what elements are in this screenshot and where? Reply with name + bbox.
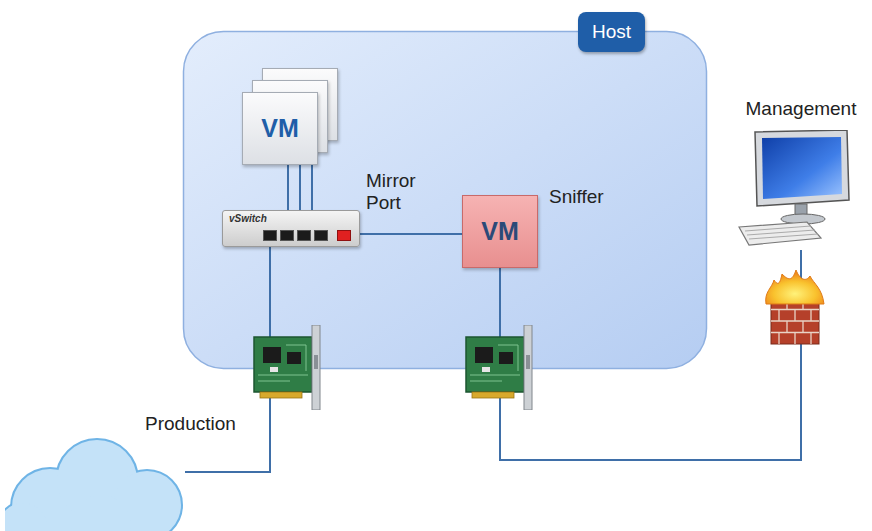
- switch-port: [297, 230, 311, 241]
- node-heading: Sniffer: [549, 186, 604, 208]
- node-heading: Production: [145, 413, 236, 435]
- switch-port: [263, 230, 277, 241]
- network-card: [466, 325, 532, 410]
- host-tag: Host: [578, 12, 645, 52]
- vswitch: vSwitch: [222, 210, 360, 247]
- host-shape: [184, 32, 707, 369]
- switch-port: [314, 230, 328, 241]
- connector-line: [299, 165, 301, 210]
- cloud-shape: [5, 425, 185, 531]
- connector-line: [311, 165, 313, 210]
- host-container: HostVMvSwitchVMSniffer: [182, 30, 708, 370]
- production-cloud: Production: [5, 425, 185, 531]
- node-heading: Management: [730, 98, 872, 120]
- connector: [360, 234, 462, 235]
- node-label: VM: [261, 114, 299, 143]
- node-label: vSwitch: [229, 213, 267, 225]
- switch-port: [280, 230, 294, 241]
- sniffer-vm: VMSniffer: [462, 195, 538, 268]
- connector-line: [360, 233, 462, 235]
- edge-label: Mirror Port: [366, 170, 438, 214]
- mirror-port: [337, 230, 351, 241]
- node-label: VM: [481, 217, 519, 246]
- computer-icon: [735, 130, 855, 248]
- management-computer: Management: [730, 98, 872, 250]
- firewall-icon: [766, 270, 824, 344]
- vm-stack: VM: [242, 92, 318, 165]
- connector-line: [287, 165, 289, 210]
- network-card: [254, 325, 320, 410]
